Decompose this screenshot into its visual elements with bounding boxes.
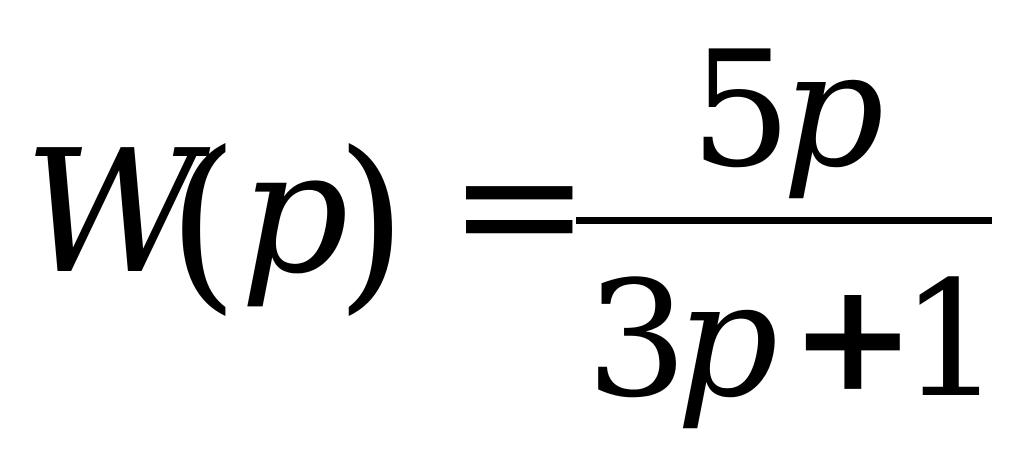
fraction-bar (576, 217, 992, 224)
numerator-coefficient: 5 (690, 16, 792, 203)
denominator-constant: 1 (900, 246, 1002, 433)
plus-operator: + (790, 249, 916, 425)
close-parenthesis: ) (336, 112, 407, 332)
equals-sign: = (448, 106, 591, 304)
function-symbol: W (24, 114, 199, 312)
denominator-variable: p (676, 246, 779, 433)
denominator-coefficient: 3 (586, 246, 688, 433)
numerator-variable: p (782, 16, 885, 203)
open-parenthesis: ( (168, 112, 239, 332)
argument-variable: p (240, 114, 349, 312)
